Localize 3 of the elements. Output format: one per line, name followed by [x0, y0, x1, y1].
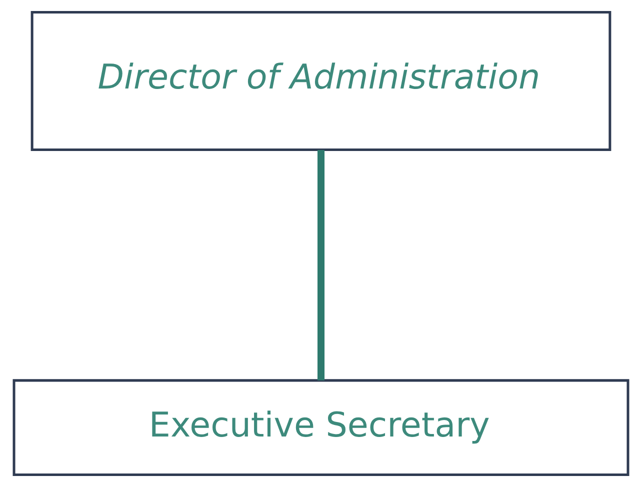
connector [316, 150, 324, 380]
node-box: Executive Secretary [12, 379, 629, 476]
node-box: Director of Administration [30, 11, 611, 151]
